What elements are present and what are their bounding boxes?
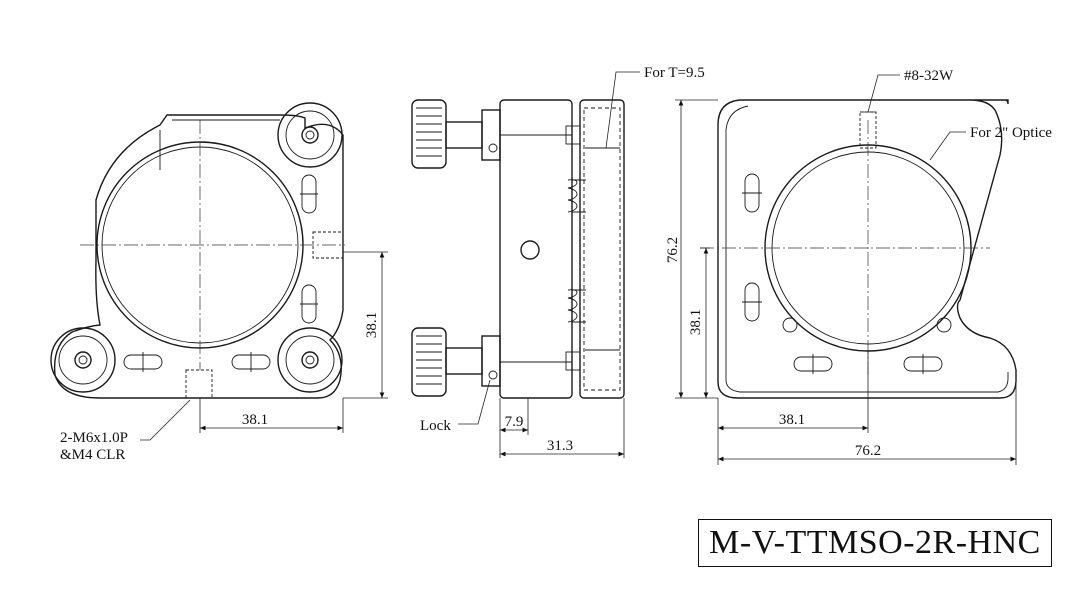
back-ball-right bbox=[936, 317, 952, 333]
back-dimensions bbox=[675, 74, 1017, 465]
back-ball-left bbox=[782, 317, 798, 333]
side-ball-bottom bbox=[565, 351, 581, 371]
front-note-tap-line2: &M4 CLR bbox=[60, 447, 125, 463]
side-spring-bottom bbox=[567, 289, 586, 323]
side-adjuster-top bbox=[411, 99, 501, 169]
side-lock-hole bbox=[520, 240, 540, 260]
front-knob-bottom-right bbox=[277, 327, 343, 393]
front-view: 38.1 38.1 2-M6x1.0P &M4 CLR bbox=[50, 102, 388, 463]
back-slot-screws bbox=[742, 173, 943, 374]
back-dim-height: 76.2 bbox=[665, 237, 681, 263]
side-spring-top bbox=[567, 179, 586, 213]
front-knob-top-right bbox=[277, 102, 343, 168]
model-title-box: M-V-TTMSO-2R-HNC bbox=[698, 519, 1052, 567]
side-adjuster-bottom bbox=[411, 327, 501, 397]
front-dim-horizontal: 38.1 bbox=[242, 412, 268, 428]
side-label-lock: Lock bbox=[420, 418, 451, 434]
front-tapped-holes bbox=[185, 231, 344, 399]
front-knob-bottom-left bbox=[50, 327, 116, 393]
back-dim-mid-horizontal: 38.1 bbox=[779, 412, 805, 428]
side-view: For T=9.5 Lock 7.9 31.3 bbox=[411, 65, 705, 458]
front-dimensions bbox=[140, 251, 388, 441]
side-dimensions bbox=[458, 71, 640, 458]
back-view: #8-32W For 2" Optice 76.2 38.1 38.1 76.2 bbox=[665, 68, 1052, 465]
side-dim-overall: 31.3 bbox=[547, 438, 573, 454]
back-dim-mid-vertical: 38.1 bbox=[688, 309, 704, 335]
back-dim-width: 76.2 bbox=[855, 443, 881, 459]
front-slot-screws bbox=[123, 174, 318, 372]
side-note-thickness: For T=9.5 bbox=[644, 65, 705, 81]
front-dim-vertical: 38.1 bbox=[364, 312, 380, 338]
side-base-plate bbox=[499, 99, 573, 399]
side-dim-small: 7.9 bbox=[505, 414, 524, 430]
back-mount-outline bbox=[717, 99, 1017, 399]
side-front-plate bbox=[579, 99, 625, 399]
side-optic-pocket bbox=[583, 107, 621, 391]
back-note-thread: #8-32W bbox=[904, 68, 954, 84]
back-note-optic: For 2" Optice bbox=[970, 125, 1052, 141]
front-note-tap-line1: 2-M6x1.0P bbox=[60, 430, 128, 446]
side-ball-top bbox=[565, 125, 581, 145]
